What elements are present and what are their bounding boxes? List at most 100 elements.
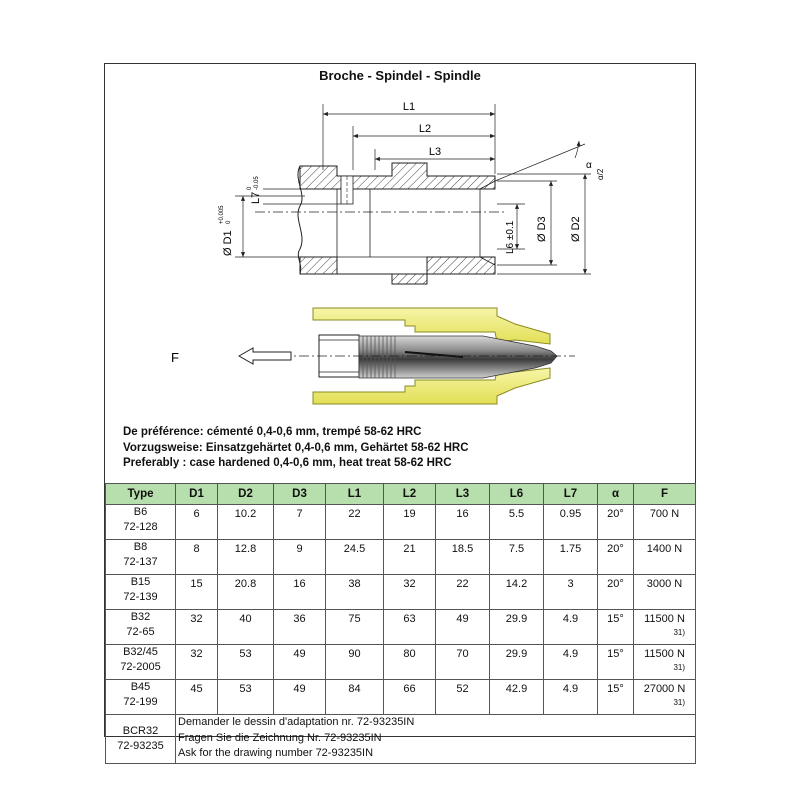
force-footnote: 31) — [673, 663, 685, 672]
cell-value: 52 — [435, 679, 490, 715]
value-text: 16 — [456, 508, 469, 520]
value-text: 32 — [403, 578, 416, 590]
col-header-d2: D2 — [217, 483, 274, 505]
value-text: 9 — [296, 543, 303, 555]
dim-l1-label: L1 — [403, 101, 415, 113]
cell-value: 66 — [383, 679, 436, 715]
cell-value: 49 — [273, 679, 326, 715]
value-text: 15° — [607, 613, 624, 625]
table-header-row: Type D1 D2 D3 L1 L2 L3 L6 L7 α F — [105, 483, 696, 505]
cell-value: 20.8 — [217, 574, 274, 610]
material-notes: De préférence: cémenté 0,4-0,6 mm, tremp… — [123, 425, 469, 472]
cell-value: 15 — [175, 574, 218, 610]
dim-d1-label: Ø D1 — [222, 230, 234, 256]
value-text: 16 — [293, 578, 306, 590]
value-text: 75 — [348, 613, 361, 625]
drawing-request-note: Demander le dessin d'adaptation nr. 72-9… — [175, 714, 696, 764]
spindle-lower-wall — [299, 256, 496, 285]
cell-force: 1400 N — [633, 539, 696, 575]
cell-value: 32 — [175, 644, 218, 680]
cell-value: 20° — [597, 504, 634, 540]
spindle-upper-wall — [299, 162, 496, 190]
dim-l7-tol-top: 0 — [247, 186, 253, 190]
value-text: 49 — [293, 648, 306, 660]
value-text: 80 — [403, 648, 416, 660]
value-text: 42.9 — [505, 683, 528, 695]
cell-value: 80 — [383, 644, 436, 680]
cell-value: 21 — [383, 539, 436, 575]
value-text: 84 — [348, 683, 361, 695]
value-text: 32 — [190, 613, 203, 625]
col-header-l3: L3 — [435, 483, 490, 505]
value-text: 90 — [348, 648, 361, 660]
dim-d1-tol-bottom: 0 — [226, 220, 232, 224]
cell-force: 700 N — [633, 504, 696, 540]
cell-value: 32 — [175, 609, 218, 645]
cell-value: 7 — [273, 504, 326, 540]
cell-value: 6 — [175, 504, 218, 540]
value-text: 10.2 — [234, 508, 257, 520]
type-code: B32 — [130, 611, 151, 623]
cell-value: 84 — [325, 679, 384, 715]
cell-value: 19 — [383, 504, 436, 540]
cell-value: 4.9 — [543, 679, 598, 715]
dim-l3-label: L3 — [429, 146, 441, 158]
cell-value: 15° — [597, 609, 634, 645]
value-text: 49 — [293, 683, 306, 695]
type-ref: 72-199 — [123, 696, 158, 708]
force-value: 1400 N — [646, 543, 683, 555]
cell-value: 3 — [543, 574, 598, 610]
cell-value: 70 — [435, 644, 490, 680]
cell-value: 20° — [597, 574, 634, 610]
type-ref: 72-128 — [123, 521, 158, 533]
force-value: 700 N — [649, 508, 680, 520]
cell-value: 20° — [597, 539, 634, 575]
value-text: 4.9 — [562, 648, 579, 660]
value-text: 20° — [607, 543, 624, 555]
cell-value: 8 — [175, 539, 218, 575]
type-code: B6 — [133, 506, 148, 518]
value-text: 4.9 — [562, 683, 579, 695]
note-line-de: Fragen Sie die Zeichnung Nr. 72-93235IN — [178, 731, 382, 744]
cell-value: 15° — [597, 644, 634, 680]
cell-value: 22 — [435, 574, 490, 610]
value-text: 36 — [293, 613, 306, 625]
value-text: 22 — [456, 578, 469, 590]
cell-value: 29.9 — [489, 644, 544, 680]
collet-assembly-drawing: F — [171, 307, 575, 405]
value-text: 15 — [190, 578, 203, 590]
note-german: Vorzugsweise: Einsatzgehärtet 0,4-0,6 mm… — [123, 441, 469, 454]
note-english: Preferably : case hardened 0,4-0,6 mm, h… — [123, 457, 452, 469]
value-text: 20° — [607, 578, 624, 590]
type-ref: 72-2005 — [120, 661, 161, 673]
force-label: F — [171, 350, 179, 365]
value-text: 12.8 — [234, 543, 257, 555]
cell-value: 4.9 — [543, 609, 598, 645]
spindle-dimensions-table: Type D1 D2 D3 L1 L2 L3 L6 L7 α F B6 72-12… — [105, 483, 696, 764]
force-value: 3000 N — [646, 578, 683, 590]
type-code: B45 — [130, 681, 151, 693]
value-text: 21 — [403, 543, 416, 555]
cell-value: 75 — [325, 609, 384, 645]
value-text: 8 — [193, 543, 200, 555]
cell-value: 32 — [383, 574, 436, 610]
value-text: 53 — [239, 648, 252, 660]
spindle-section-drawing — [255, 162, 505, 285]
value-text: 24.5 — [343, 543, 366, 555]
type-code: BCR32 — [122, 725, 159, 737]
value-text: 40 — [239, 613, 252, 625]
value-text: 7.5 — [508, 543, 525, 555]
sheet-title: Broche - Spindel - Spindle — [319, 68, 481, 83]
type-ref: 72-137 — [123, 556, 158, 568]
value-text: 5.5 — [508, 508, 525, 520]
cell-value: 16 — [435, 504, 490, 540]
